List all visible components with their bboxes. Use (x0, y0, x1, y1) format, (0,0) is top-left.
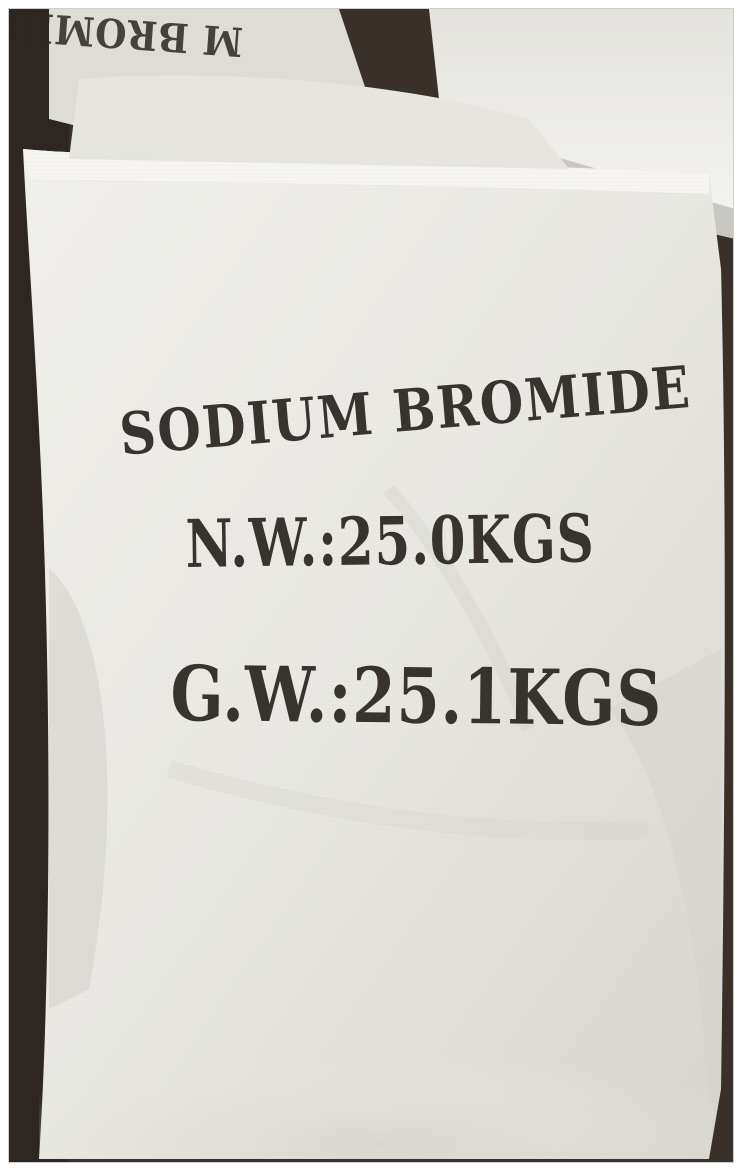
sack-weave-texture (23, 149, 725, 1159)
photo-frame: M BROMIDE SODIUM BROMIDE N.W.:25.0KGS G.… (8, 8, 734, 1163)
background-bag-right (429, 9, 733, 209)
bag-scene (9, 9, 733, 1162)
